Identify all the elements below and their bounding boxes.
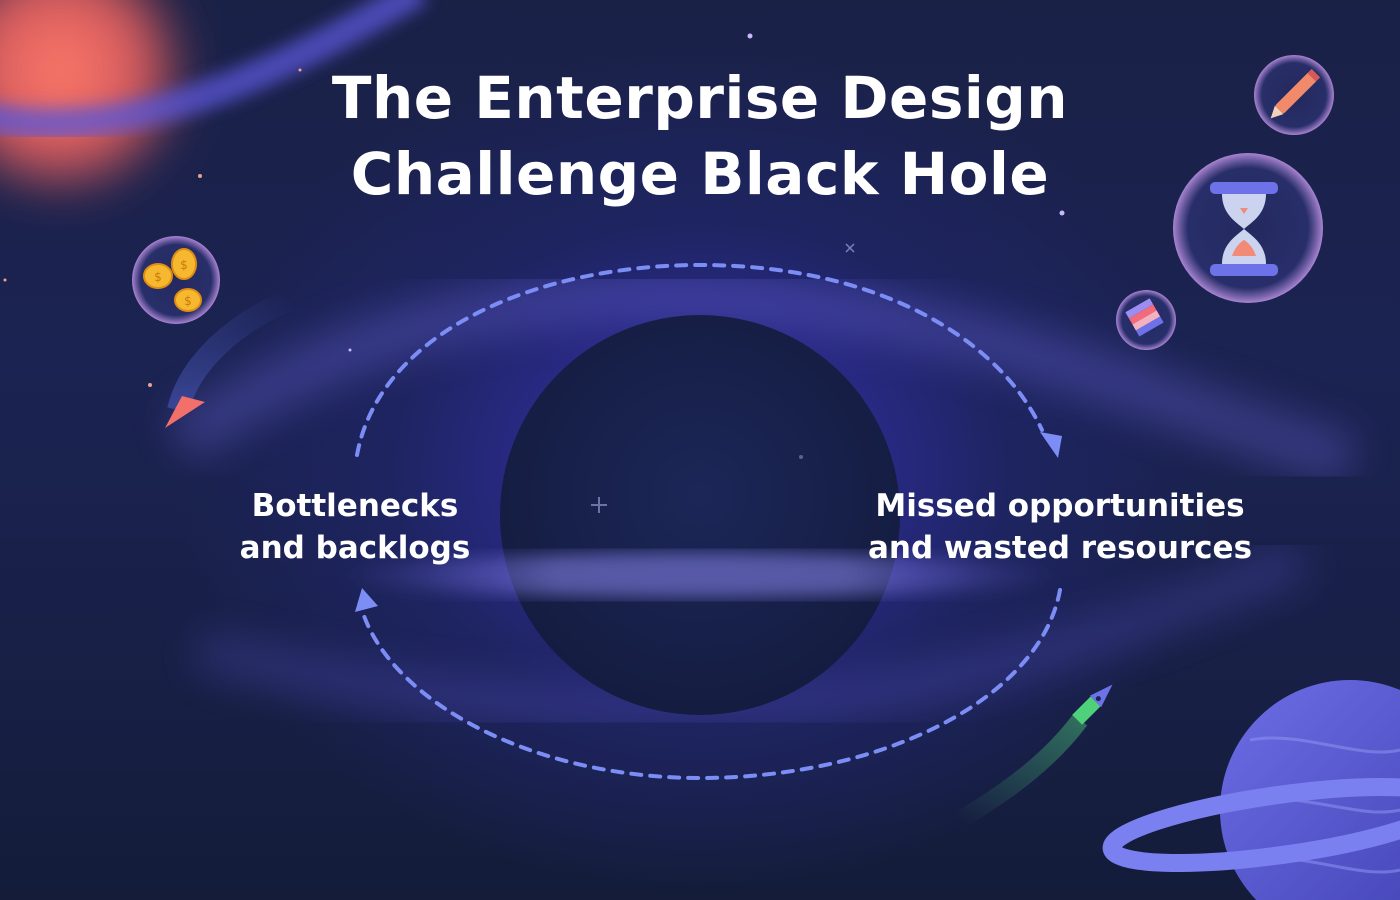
svg-text:$: $ [154, 270, 162, 284]
missed-opportunities-label-line-2: and wasted resources [867, 530, 1253, 566]
missed-opportunities-label: Missed opportunities and wasted resource… [845, 485, 1275, 569]
color-swatch-icon [1116, 290, 1176, 350]
bottom-arc-arrow [360, 588, 1062, 781]
coins-icon: $ $ $ [132, 236, 295, 413]
page-title-line-1: The Enterprise Design [331, 64, 1069, 132]
hourglass-icon [1173, 153, 1323, 303]
pencil-icon [1254, 55, 1334, 135]
falling-arrow-icon [165, 396, 205, 428]
svg-text:$: $ [184, 294, 192, 308]
gravity-swirl [166, 270, 1357, 728]
black-hole [340, 315, 1060, 715]
fountain-pen-icon [955, 684, 1113, 828]
page-title-line-2: Challenge Black Hole [350, 140, 1050, 208]
star-dot [799, 455, 803, 459]
starfield [3, 33, 1065, 387]
cycle-arrows [355, 262, 1062, 781]
missed-opportunities-label-line-1: Missed opportunities [875, 488, 1245, 524]
sparkle-icon [845, 243, 855, 253]
bottlenecks-label-line-1: Bottlenecks [251, 488, 459, 524]
bottlenecks-label: Bottlenecks and backlogs [205, 485, 505, 569]
sparkle-icon [591, 497, 607, 513]
top-arc-arrow [355, 262, 1044, 457]
planet-icon [1102, 680, 1400, 900]
arrowhead-left [355, 588, 378, 612]
arrowhead-right [1040, 432, 1062, 458]
bottlenecks-label-line-2: and backlogs [239, 530, 471, 566]
coral-planet [0, 0, 428, 205]
svg-text:$: $ [180, 258, 188, 272]
